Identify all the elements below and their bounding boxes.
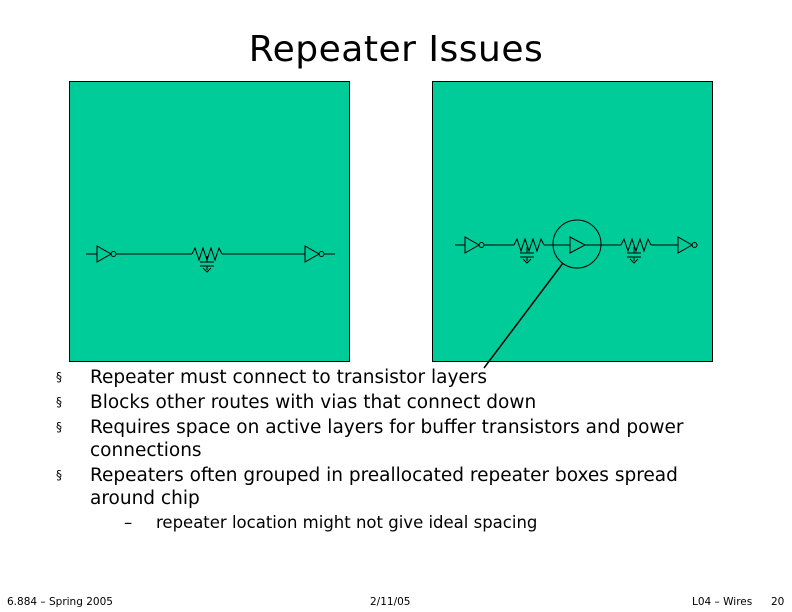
left-circuit [86, 245, 335, 273]
capacitor-icon [520, 247, 534, 264]
bullet-text: Blocks other routes with vias that conne… [90, 392, 537, 413]
resistor-icon [513, 237, 545, 253]
bullet-item: § Repeater must connect to transistor la… [56, 364, 756, 389]
bullet-item: § Blocks other routes with vias that con… [56, 389, 756, 414]
footer-page-number: 20 [771, 596, 785, 608]
wire-without-repeater-panel [69, 81, 350, 362]
capacitor-icon [200, 256, 214, 273]
bullet-marker: § [56, 468, 62, 482]
bullet-item: § Repeaters often grouped in preallocate… [56, 462, 756, 510]
sub-bullet-text: repeater location might not give ideal s… [156, 513, 538, 532]
bullet-marker: § [56, 370, 62, 384]
callout-pointer-line [483, 262, 564, 369]
bullet-item: § Requires space on active layers for bu… [56, 414, 756, 462]
sub-bullet-marker: – [124, 513, 133, 532]
sub-bullet-item: – repeater location might not give ideal… [90, 510, 756, 536]
capacitor-icon [627, 247, 641, 264]
right-circuit [455, 219, 698, 269]
footer-date: 2/11/05 [370, 596, 411, 608]
repeater-buffer-icon [552, 219, 602, 269]
wire-with-repeater-panel [432, 81, 713, 362]
footer-course: 6.884 – Spring 2005 [7, 596, 113, 608]
footer-lecture: L04 – Wires [692, 596, 753, 608]
bullet-text: Repeater must connect to transistor laye… [90, 367, 488, 388]
driver-inverter-icon [455, 236, 485, 254]
receiver-inverter-icon [304, 245, 335, 263]
bullet-marker: § [56, 395, 62, 409]
bullet-marker: § [56, 420, 62, 434]
receiver-inverter-icon [677, 236, 698, 254]
driver-inverter-icon [86, 245, 117, 263]
bullet-list: § Repeater must connect to transistor la… [56, 364, 756, 536]
resistor-icon [620, 237, 652, 253]
bullet-text: Requires space on active layers for buff… [90, 417, 684, 461]
bullet-text: Repeaters often grouped in preallocated … [90, 465, 678, 509]
slide-title: Repeater Issues [248, 29, 544, 70]
